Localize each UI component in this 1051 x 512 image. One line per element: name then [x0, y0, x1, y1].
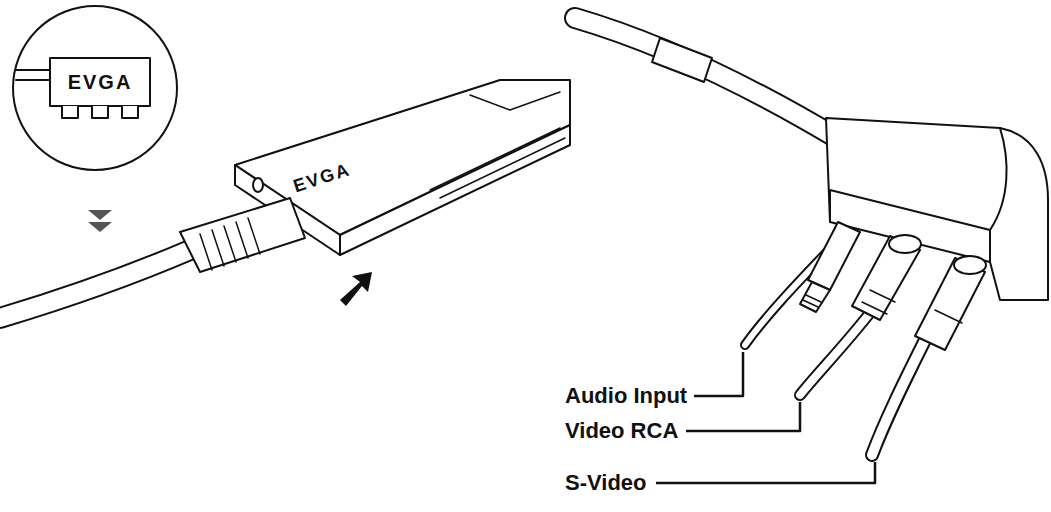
brand-logo: EVGA [291, 159, 354, 197]
brand-logo: EVGA [68, 71, 133, 94]
usb-cable [0, 198, 305, 318]
ferrite-bead [652, 38, 712, 82]
part-label: Video RCA [565, 418, 678, 443]
insert-direction-arrow [88, 210, 112, 232]
inset-circle [13, 6, 177, 170]
leader-lines [656, 352, 875, 483]
insert-arrow [340, 272, 372, 306]
s-video-plug [872, 256, 986, 455]
breakout-cable [575, 18, 1048, 300]
audio-plug [745, 222, 860, 345]
part-label: S-Video [565, 470, 647, 495]
inset-plug [16, 58, 150, 118]
breakout-hub [826, 118, 1048, 300]
part-label: Audio Input [565, 383, 687, 408]
